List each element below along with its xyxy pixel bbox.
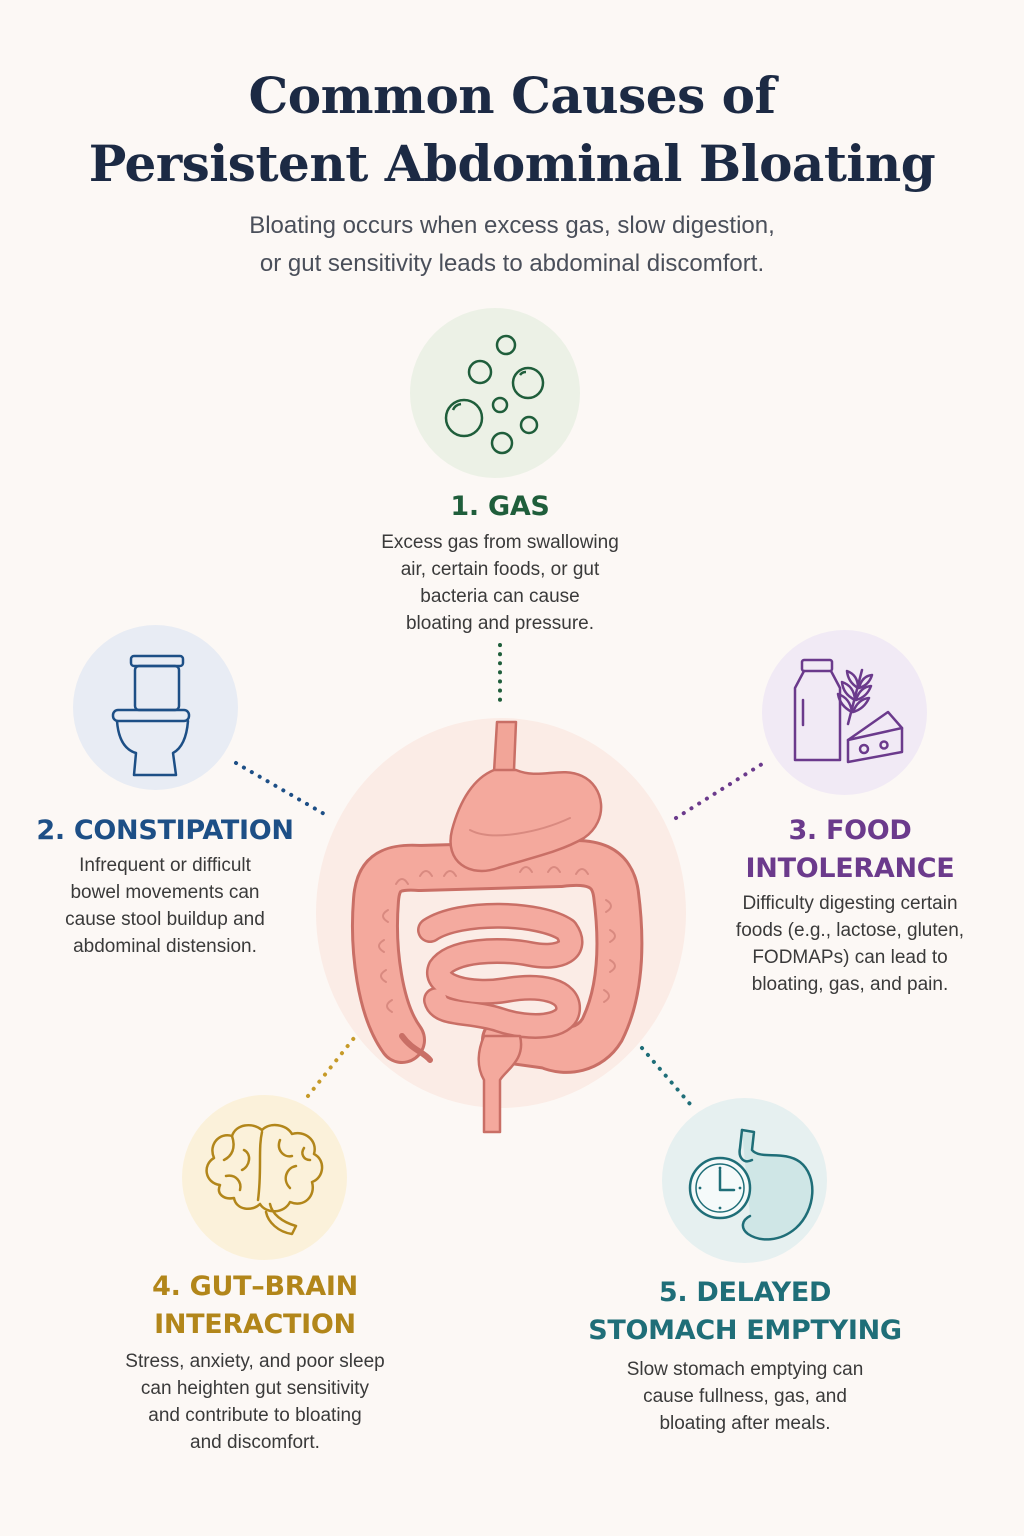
cause-4-description: Stress, anxiety, and poor sleep can heig… bbox=[80, 1348, 430, 1456]
cause-1-text-line-4: bloating and pressure. bbox=[405, 613, 594, 634]
connector-food-intolerance bbox=[674, 762, 764, 820]
cause-3-heading-line-2: INTOLERANCE bbox=[745, 853, 955, 884]
subtitle-line-1: Bloating occurs when excess gas, slow di… bbox=[249, 212, 775, 239]
title-line-1: Common Causes of bbox=[248, 66, 777, 125]
cause-2-text-line-1: Infrequent or difficult bbox=[79, 855, 251, 876]
cause-4-text-line-2: can heighten gut sensitivity bbox=[140, 1378, 370, 1399]
cause-3-text-line-1: Difficulty digesting certain bbox=[742, 893, 958, 914]
cause-3-text-line-2: foods (e.g., lactose, gluten, bbox=[735, 920, 965, 941]
page-title: Common Causes of Persistent Abdominal Bl… bbox=[0, 62, 1024, 198]
title-line-2: Persistent Abdominal Bloating bbox=[88, 134, 936, 193]
cause-5-heading-line-1: 5. DELAYED bbox=[658, 1277, 832, 1308]
cause-1-heading: 1. GAS bbox=[300, 488, 700, 526]
cause-4-text-line-3: and contribute to bloating bbox=[148, 1405, 362, 1426]
cause-5-heading: 5. DELAYED STOMACH EMPTYING bbox=[565, 1274, 925, 1350]
cause-3-heading: 3. FOOD INTOLERANCE bbox=[690, 812, 1010, 888]
subtitle: Bloating occurs when excess gas, slow di… bbox=[0, 207, 1024, 283]
cause-1-description: Excess gas from swallowing air, certain … bbox=[300, 529, 700, 637]
connector-constipation bbox=[234, 761, 328, 817]
cause-3-text-line-4: bloating, gas, and pain. bbox=[751, 974, 949, 995]
cause-3-heading-line-1: 3. FOOD bbox=[788, 815, 912, 846]
cause-2-heading-line-1: 2. CONSTIPATION bbox=[36, 815, 294, 846]
cause-5-text-line-3: bloating after meals. bbox=[659, 1413, 831, 1434]
cause-2-heading: 2. CONSTIPATION bbox=[10, 812, 320, 850]
cause-2-text-line-3: cause stool buildup and bbox=[65, 909, 265, 930]
cause-4-heading-line-1: 4. GUT–BRAIN bbox=[152, 1271, 358, 1302]
cause-2-description: Infrequent or difficult bowel movements … bbox=[10, 852, 320, 960]
food-intolerance-icon-circle bbox=[762, 630, 927, 795]
cause-5-description: Slow stomach emptying can cause fullness… bbox=[565, 1356, 925, 1437]
milk-wheat-cheese-icon bbox=[793, 658, 904, 764]
cause-1-text-line-3: bacteria can cause bbox=[420, 586, 580, 607]
cause-1-text-line-1: Excess gas from swallowing bbox=[381, 532, 619, 553]
connector-gut-brain bbox=[306, 1036, 356, 1098]
clock-stomach-icon bbox=[688, 1128, 814, 1241]
subtitle-line-2: or gut sensitivity leads to abdominal di… bbox=[259, 250, 765, 277]
cause-4-text-line-1: Stress, anxiety, and poor sleep bbox=[125, 1351, 385, 1372]
connector-delayed-emptying bbox=[640, 1046, 692, 1106]
cause-5-text-line-1: Slow stomach emptying can bbox=[626, 1359, 864, 1380]
cause-2-text-line-2: bowel movements can bbox=[70, 882, 260, 903]
cause-4-heading-line-2: INTERACTION bbox=[154, 1309, 356, 1340]
cause-1-text-line-2: air, certain foods, or gut bbox=[400, 559, 600, 580]
brain-icon bbox=[205, 1123, 324, 1236]
cause-3-text-line-3: FODMAPs) can lead to bbox=[752, 947, 948, 968]
constipation-icon-circle bbox=[73, 625, 238, 790]
digestive-system-icon bbox=[351, 720, 644, 1134]
cause-4-heading: 4. GUT–BRAIN INTERACTION bbox=[80, 1268, 430, 1344]
cause-3-description: Difficulty digesting certain foods (e.g.… bbox=[690, 890, 1010, 998]
cause-2-text-line-4: abdominal distension. bbox=[73, 936, 257, 957]
gas-bubbles-icon bbox=[444, 334, 545, 455]
cause-1-heading-line-1: 1. GAS bbox=[450, 491, 550, 522]
cause-5-heading-line-2: STOMACH EMPTYING bbox=[588, 1315, 902, 1346]
toilet-icon bbox=[111, 654, 191, 777]
cause-4-text-line-4: and discomfort. bbox=[190, 1432, 320, 1453]
cause-5-text-line-2: cause fullness, gas, and bbox=[643, 1386, 847, 1407]
